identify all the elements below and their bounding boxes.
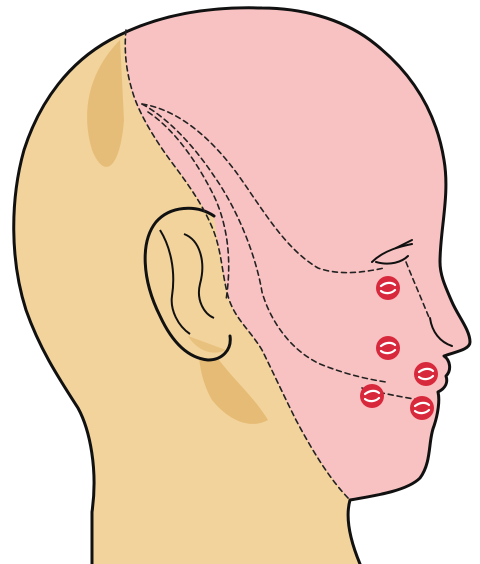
trigger-point-jaw xyxy=(360,384,384,408)
trigger-point-cheek-upper xyxy=(376,276,400,300)
trigger-point-cheek-lower xyxy=(376,336,400,360)
trigger-point-lower-lip xyxy=(410,396,434,420)
trigger-point-upper-lip xyxy=(414,362,438,386)
